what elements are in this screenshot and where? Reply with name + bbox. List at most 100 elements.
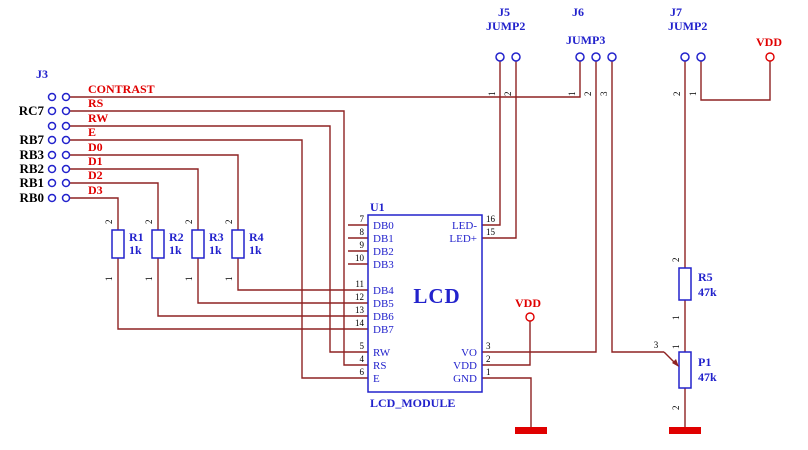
net-label-d3: D3 — [88, 183, 103, 197]
r1-pin2-number: 2 — [104, 220, 114, 225]
r5-pin2-number: 2 — [671, 258, 681, 263]
wire-r1-db7 — [117, 258, 368, 330]
j6-pin1-number: 1 — [567, 92, 577, 97]
j5-pin1-number: 1 — [487, 92, 497, 97]
u1-pinnum-6: 6 — [360, 367, 365, 377]
wire-gnd-pin — [482, 377, 532, 427]
r4-value: 1k — [249, 243, 262, 257]
wire-vdd-pin — [482, 321, 531, 366]
u1-left-pin-names: DB0 DB1 DB2 DB3 DB4 DB5 DB6 DB7 RW RS E — [373, 220, 394, 385]
u1-pin-e: E — [373, 373, 380, 385]
u1-pin-led-plus: LED+ — [449, 233, 477, 245]
j7-pin-left-circle — [680, 52, 690, 62]
r2-pin2-number: 2 — [144, 220, 154, 225]
port-label-rb2: RB2 — [19, 161, 44, 176]
u1-pinnum-7: 7 — [360, 214, 365, 224]
net-label-e: E — [88, 125, 96, 139]
j3-net-labels: CONTRAST RS RW E D0 D1 D2 D3 — [88, 82, 155, 197]
j5-type: JUMP2 — [486, 19, 525, 33]
u1-pinnum-1: 1 — [486, 367, 491, 377]
j6-pin3-circle — [607, 52, 617, 62]
j7-type: JUMP2 — [668, 19, 707, 33]
j3-ref: J3 — [36, 67, 48, 81]
j5-pin1-circle — [495, 52, 505, 62]
p1-ref: P1 — [698, 355, 711, 369]
wire-r2-db6 — [157, 258, 368, 317]
p1-pin3-number: 3 — [654, 340, 659, 350]
j6-pin3-number: 3 — [599, 91, 609, 96]
u1-pinnum-4: 4 — [360, 354, 365, 364]
r2-pin1-number: 1 — [144, 277, 154, 282]
net-label-contrast: CONTRAST — [88, 82, 155, 96]
jumper-j6: J6 JUMP3 1 2 3 — [566, 5, 617, 97]
u1-pinnum-2: 2 — [486, 354, 491, 364]
vdd-mid-label: VDD — [515, 296, 541, 310]
u1-pinnum-5: 5 — [360, 341, 365, 351]
wire-led-plus — [482, 61, 517, 239]
r1-ref: R1 — [129, 230, 144, 244]
r3-body — [191, 229, 205, 259]
ground-bar-right — [669, 427, 701, 434]
u1-pinnum-14: 14 — [355, 318, 365, 328]
j6-ref: J6 — [572, 5, 584, 19]
r2-value: 1k — [169, 243, 182, 257]
wire-d3 — [70, 197, 119, 230]
j3-pin-circles — [47, 92, 71, 203]
j7-ref: J7 — [670, 5, 682, 19]
u1-left-pin-numbers: 7 8 9 10 11 12 13 14 5 4 6 — [355, 214, 365, 377]
r5-ref: R5 — [698, 270, 713, 284]
u1-pin-db3: DB3 — [373, 259, 394, 271]
u1-pin-vo: VO — [461, 347, 477, 359]
jumper-j7: J7 JUMP2 2 1 — [668, 5, 707, 96]
vdd-top-circle — [765, 52, 775, 62]
wires — [70, 61, 771, 427]
u1-pinnum-11: 11 — [355, 279, 364, 289]
r1-body — [111, 229, 125, 259]
port-label-rc7: RC7 — [19, 103, 45, 118]
r3-pin1-number: 1 — [184, 277, 194, 282]
ground-bar-left — [515, 427, 547, 434]
net-label-d1: D1 — [88, 154, 103, 168]
u1-pinnum-12: 12 — [355, 292, 364, 302]
r3-pin2-number: 2 — [184, 220, 194, 225]
u1-pin-gnd: GND — [453, 373, 477, 385]
j5-pin2-circle — [511, 52, 521, 62]
r3-value: 1k — [209, 243, 222, 257]
vdd-top-label: VDD — [756, 35, 782, 49]
net-label-rs: RS — [88, 96, 104, 110]
j6-pin2-circle — [591, 52, 601, 62]
u1-pinnum-16: 16 — [486, 214, 496, 224]
u1-body — [367, 214, 483, 393]
r4-body — [231, 229, 245, 259]
net-label-d2: D2 — [88, 168, 103, 182]
u1-pinnum-8: 8 — [360, 227, 365, 237]
wire-rw — [70, 125, 368, 353]
resistor-r4: R4 1k 2 1 — [224, 220, 264, 282]
u1-pin-db7: DB7 — [373, 324, 394, 336]
wire-contrast — [70, 61, 581, 98]
u1-pin-db1: DB1 — [373, 233, 394, 245]
wire-wiper — [611, 61, 664, 353]
u1-pin-db6: DB6 — [373, 311, 394, 323]
r3-ref: R3 — [209, 230, 224, 244]
u1-pin-db0: DB0 — [373, 220, 394, 232]
resistor-r1: R1 1k 2 1 — [104, 220, 144, 282]
r2-ref: R2 — [169, 230, 184, 244]
p1-wiper-arrowhead — [672, 359, 679, 367]
wire-r3-db5 — [197, 258, 368, 304]
net-label-d0: D0 — [88, 140, 103, 154]
u1-right-pin-numbers: 16 15 3 2 1 — [486, 214, 496, 377]
wire-vo — [482, 61, 597, 353]
p1-body — [678, 351, 692, 389]
j3-port-labels: RC7 RB7 RB3 RB2 RB1 RB0 — [19, 103, 45, 205]
resistor-r3: R3 1k 2 1 — [184, 220, 224, 282]
r5-value: 47k — [698, 285, 717, 299]
j6-type: JUMP3 — [566, 33, 605, 47]
u1-pinnum-15: 15 — [486, 227, 496, 237]
ic-u1: U1 LCD LCD_MODULE DB0 DB1 DB2 DB3 DB4 DB… — [355, 200, 496, 410]
u1-pinnum-3: 3 — [486, 341, 491, 351]
u1-pin-led-minus: LED- — [452, 220, 477, 232]
jumper-j5: J5 JUMP2 1 2 — [486, 5, 525, 96]
u1-right-pin-names: LED- LED+ VO VDD GND — [449, 220, 477, 385]
wire-d0 — [70, 154, 239, 230]
